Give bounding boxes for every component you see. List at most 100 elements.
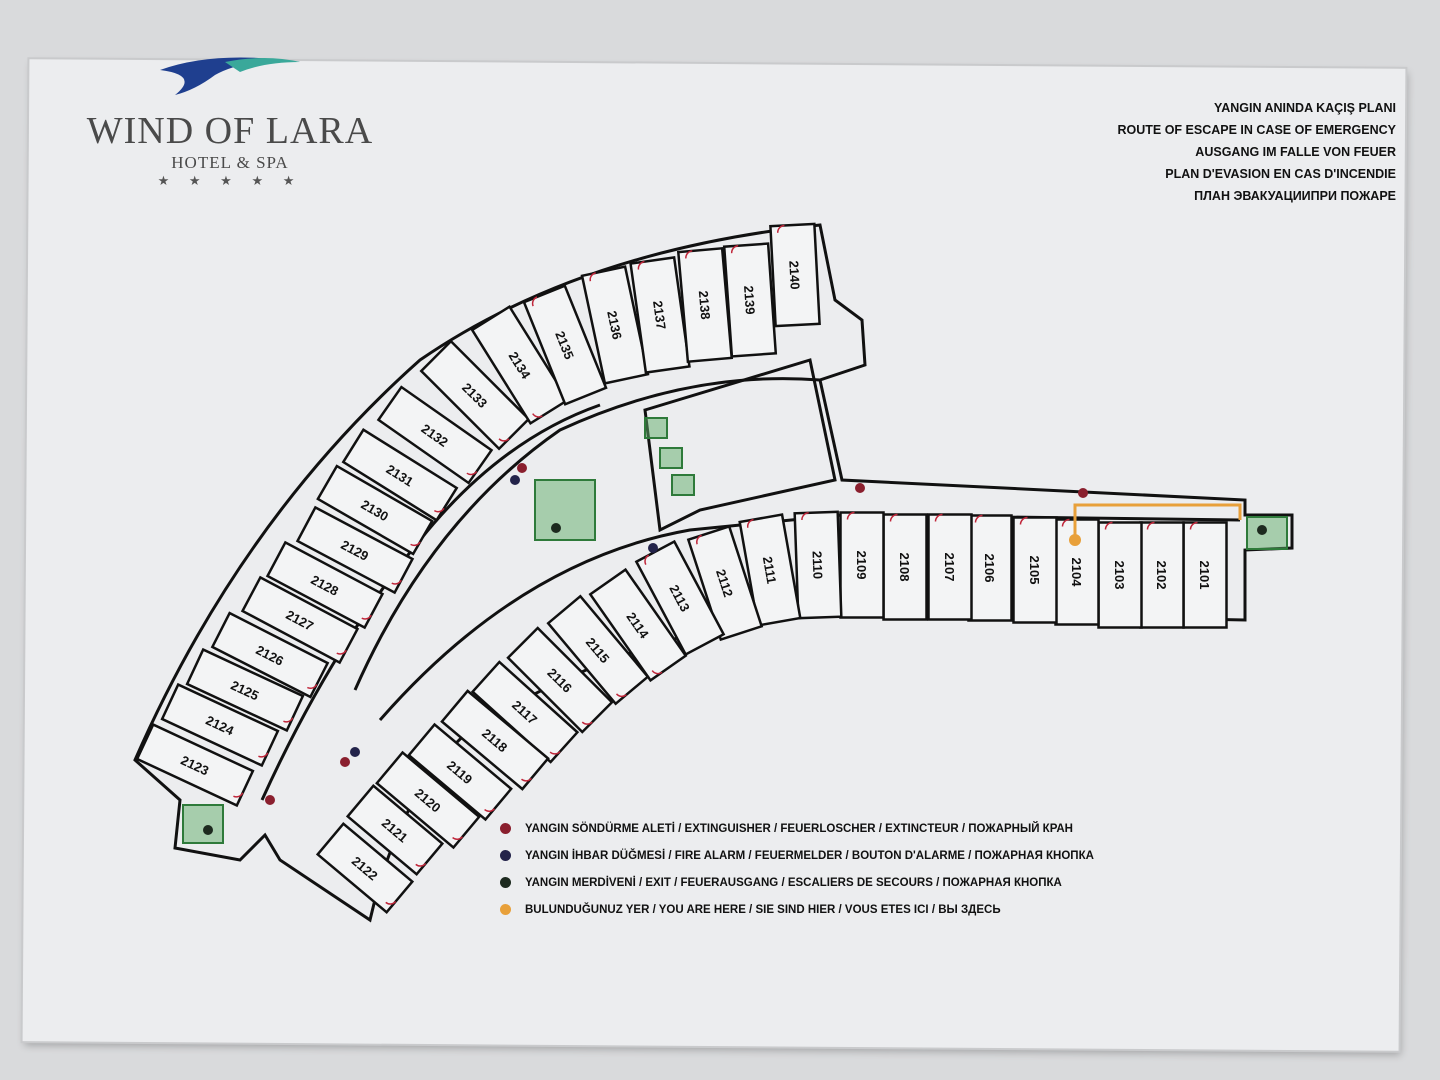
door-icon xyxy=(391,579,402,585)
room-2116: 2116 xyxy=(506,626,614,734)
room-outline xyxy=(295,505,415,595)
door-icon xyxy=(889,513,898,522)
room-2105: 2105 xyxy=(1012,516,1058,624)
hotel-logo: WIND OF LARA HOTEL & SPA ★ ★ ★ ★ ★ xyxy=(60,50,400,189)
room-2129: 2129 xyxy=(295,505,415,595)
inner-corridor-wall xyxy=(378,513,1241,721)
room-2102: 2102 xyxy=(1139,521,1185,629)
room-2128: 2128 xyxy=(265,540,385,630)
legend-item-extinguisher: YANGIN SÖNDÜRME ALETİ / EXTINGUISHER / F… xyxy=(500,815,1094,842)
door-icon xyxy=(801,512,809,521)
door-icon xyxy=(361,614,372,620)
room-number: 2140 xyxy=(786,260,802,290)
door-icon xyxy=(466,470,478,476)
extinguisher-icon xyxy=(340,757,350,767)
room-2132: 2132 xyxy=(376,385,494,485)
door-icon xyxy=(532,413,543,418)
door-icon xyxy=(410,541,421,547)
legend: YANGIN SÖNDÜRME ALETİ / EXTINGUISHER / F… xyxy=(500,815,1094,923)
stairs-icon xyxy=(182,804,224,844)
inner-corridor-wall xyxy=(353,377,821,691)
room-number: 2111 xyxy=(760,555,780,585)
room-2110: 2110 xyxy=(793,510,843,620)
title-french: PLAN D'EVASION EN CAS D'INCENDIE xyxy=(1165,167,1396,181)
door-icon xyxy=(589,272,596,282)
room-2106: 2106 xyxy=(967,514,1013,622)
room-outline xyxy=(722,242,778,358)
room-outline xyxy=(135,722,255,808)
room-number: 2101 xyxy=(1197,561,1212,590)
room-2123: 2123 xyxy=(135,722,255,808)
door-icon xyxy=(685,250,693,259)
stairs-icon xyxy=(1246,516,1288,550)
door-icon xyxy=(433,507,445,513)
room-2120: 2120 xyxy=(375,750,481,850)
room-outline xyxy=(580,265,650,385)
door-icon xyxy=(1146,521,1155,530)
extinguisher-icon xyxy=(265,795,275,805)
room-2111: 2111 xyxy=(738,513,802,627)
door-icon xyxy=(521,777,532,782)
door-icon xyxy=(306,683,318,689)
stairs-icon xyxy=(534,479,596,541)
room-2119: 2119 xyxy=(407,722,513,822)
you-are-here-icon xyxy=(1069,534,1081,546)
stairs-icon xyxy=(644,417,668,439)
room-2130: 2130 xyxy=(316,464,434,556)
door-icon xyxy=(498,438,510,442)
door-icon xyxy=(696,534,702,545)
room-outline xyxy=(240,575,360,665)
room-2112: 2112 xyxy=(686,524,764,642)
room-outline xyxy=(185,647,305,733)
room-outline xyxy=(407,722,513,822)
room-2140: 2140 xyxy=(769,222,821,328)
plan-titles: YANGIN ANINDA KAÇIŞ PLANI ROUTE OF ESCAP… xyxy=(1117,97,1396,207)
room-number: 2110 xyxy=(810,551,826,580)
room-outline xyxy=(210,611,330,699)
wave-logo-icon xyxy=(160,57,300,95)
room-2103: 2103 xyxy=(1097,521,1143,629)
room-outline xyxy=(546,594,650,706)
room-outline xyxy=(522,284,608,406)
door-icon xyxy=(531,296,538,307)
room-outline xyxy=(341,428,459,522)
room-outline xyxy=(316,464,434,556)
you-are-here-icon xyxy=(500,904,511,915)
door-icon xyxy=(974,514,983,523)
legend-item-you-are-here: BULUNDUĞUNUZ YER / YOU ARE HERE / SIE SI… xyxy=(500,896,1094,923)
room-outline xyxy=(470,304,570,426)
door-icon xyxy=(1019,516,1028,525)
door-icon xyxy=(644,554,650,565)
room-number: 2136 xyxy=(604,309,625,340)
escape-route xyxy=(1073,503,1242,538)
room-outline xyxy=(419,339,531,451)
door-icon xyxy=(747,518,754,528)
door-icon xyxy=(934,513,943,522)
room-2121: 2121 xyxy=(345,783,445,877)
room-outline xyxy=(629,256,691,374)
room-outline xyxy=(793,510,843,620)
door-icon xyxy=(233,792,244,798)
room-outline xyxy=(265,540,385,630)
door-icon xyxy=(777,224,785,233)
door-icon xyxy=(258,752,269,758)
room-2104: 2104 xyxy=(1054,518,1100,626)
fire-alarm-icon xyxy=(350,747,360,757)
stairs-icon xyxy=(659,447,683,469)
extinguisher-icon xyxy=(855,483,865,493)
extinguisher-icon xyxy=(517,463,527,473)
room-outline xyxy=(376,385,494,485)
room-2107: 2107 xyxy=(927,513,973,621)
room-number: 2103 xyxy=(1112,561,1127,590)
exit-icon xyxy=(203,825,213,835)
room-number: 2102 xyxy=(1154,561,1169,590)
room-outline xyxy=(1012,516,1058,624)
fire-alarm-icon xyxy=(510,475,520,485)
door-icon xyxy=(651,670,663,675)
hotel-subtitle: HOTEL & SPA xyxy=(171,153,289,172)
room-outline xyxy=(927,513,973,621)
room-number: 2109 xyxy=(854,551,869,580)
room-outline xyxy=(375,750,481,850)
door-icon xyxy=(615,693,627,698)
door-icon xyxy=(336,649,347,655)
